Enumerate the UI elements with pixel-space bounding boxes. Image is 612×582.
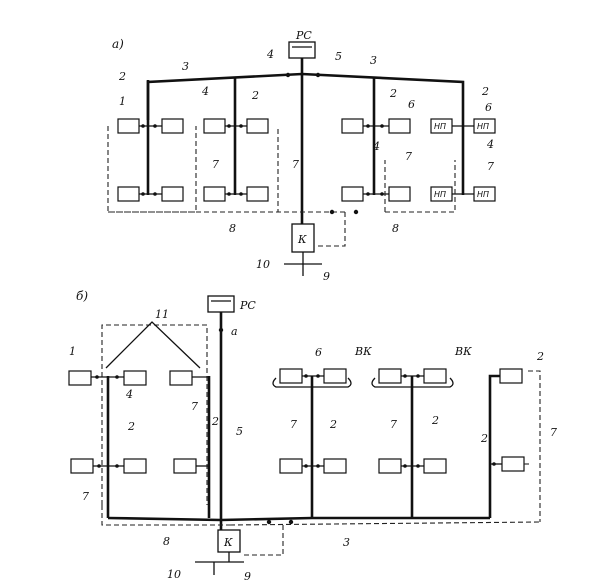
number-label: 3 [343, 536, 350, 549]
number-label: 7 [82, 490, 89, 503]
pump-label-a1: НП [434, 122, 446, 131]
number-label: 7 [550, 426, 557, 439]
number-label: 5 [335, 50, 342, 63]
diagram-b-caption: б) [76, 289, 88, 303]
pump-label-a2: НП [477, 122, 489, 131]
boiler-label-a: К [297, 233, 307, 246]
number-label: 3 [182, 60, 189, 73]
expansion-tank-b: РС а [207, 295, 256, 338]
pump-label-a4: НП [477, 190, 489, 199]
number-label: 10 [167, 568, 181, 581]
supply-main-b [107, 516, 490, 522]
number-label: 6 [315, 346, 322, 359]
pump-heaters-a: НП НП НП НП [430, 118, 496, 202]
number-label: 2 [329, 418, 337, 431]
number-label: 7 [191, 400, 198, 413]
number-label: 4 [201, 85, 209, 98]
pump-label-a3: НП [434, 190, 446, 199]
number-label: 8 [163, 535, 170, 548]
number-label: 3 [370, 54, 377, 67]
number-label: 2 [127, 420, 135, 433]
air-lines-b: 11 [101, 308, 208, 505]
number-label: 2 [481, 85, 489, 98]
radiators-b [68, 368, 525, 474]
expansion-tank-a: РС [288, 29, 316, 59]
number-label: 7 [405, 150, 412, 163]
boiler-label-b: К [223, 536, 233, 549]
radiators-a-lower [117, 186, 411, 202]
radiators-a-upper [117, 118, 411, 134]
number-label: 2 [431, 414, 439, 427]
number-label: 6 [408, 98, 415, 111]
number-label: 2 [211, 415, 219, 428]
number-label: 7 [290, 418, 297, 431]
number-label: 4 [125, 388, 133, 401]
number-label: 6 [485, 101, 492, 114]
number-label: 8 [392, 222, 399, 235]
number-label: 8 [229, 222, 236, 235]
diagram-a: а) РС [107, 29, 496, 283]
diagram-b: б) РС а 11 [68, 289, 557, 582]
point-label-b: а [231, 325, 238, 338]
labels-b: 1 4 2 2 2 2 2 2 5 7 7 7 7 7 6 8 3 10 9 [69, 345, 557, 582]
number-label: 11 [155, 308, 169, 321]
number-label: 7 [487, 160, 494, 173]
number-label: 7 [292, 158, 299, 171]
number-label: ВК [354, 345, 372, 358]
number-label: 2 [118, 70, 126, 83]
boiler-b: К [195, 529, 244, 575]
tank-label-a: РС [295, 29, 312, 42]
number-label: 7 [212, 158, 219, 171]
air-vents-b: ВК ВК [272, 345, 472, 388]
number-label: 1 [69, 345, 76, 358]
boiler-a: К [284, 209, 359, 276]
tank-label-b: РС [239, 299, 256, 312]
number-label: 4 [486, 138, 494, 151]
riser-b-5 [488, 374, 500, 518]
number-label: 10 [256, 258, 270, 271]
return-pipes-b [101, 370, 541, 556]
number-label: 7 [390, 418, 397, 431]
supply-main-a [146, 72, 465, 120]
return-pipes-a [107, 126, 456, 247]
number-label: 5 [236, 425, 243, 438]
number-label: 2 [536, 350, 544, 363]
number-label: 9 [244, 570, 251, 582]
number-label: 2 [389, 87, 397, 100]
number-label: 9 [323, 270, 330, 283]
number-label: 2 [480, 432, 488, 445]
number-label: 2 [251, 89, 259, 102]
number-label: 1 [119, 95, 126, 108]
number-label: ВК [454, 345, 472, 358]
diagram-a-caption: а) [112, 37, 124, 51]
number-label: 4 [266, 48, 274, 61]
number-label: 4 [372, 140, 380, 153]
labels-a: 3 3 2 2 2 2 5 4 4 4 4 1 6 6 7 7 7 7 8 8 … [118, 48, 494, 283]
